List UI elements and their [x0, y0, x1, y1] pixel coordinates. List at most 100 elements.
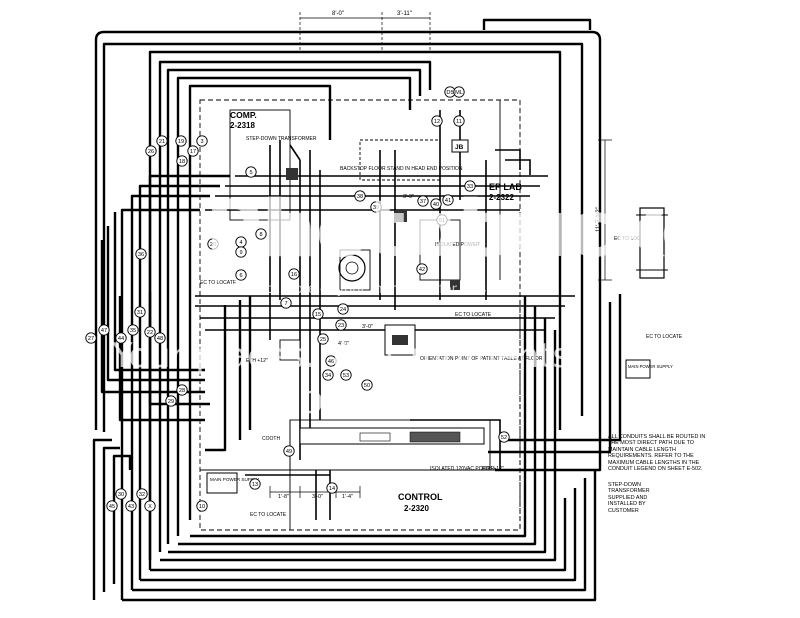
dimension-top-right: 3'-11" — [397, 11, 412, 17]
callout-bubble — [144, 326, 156, 338]
callout-number: 51 — [439, 218, 445, 224]
room-ep-lab-number: 2-2322 — [489, 193, 514, 202]
callout-number: 35 — [130, 328, 136, 334]
junction-box-label: JB — [455, 144, 464, 151]
conduit-routing-note: ALL CONDUITS SHALL BE ROUTED IN THE MOST… — [608, 434, 706, 473]
callout-bubble — [235, 269, 247, 281]
callout-number: 46 — [328, 359, 334, 365]
room-control-number: 2-2320 — [404, 504, 429, 513]
callout-bubble — [135, 248, 147, 260]
callout-number: 10 — [199, 504, 205, 510]
callout-number: 32 — [139, 492, 145, 498]
dimension-mid-a: 3'-3" — [403, 194, 414, 200]
callout-bubble — [430, 198, 442, 210]
callout-number: 6 — [239, 273, 242, 279]
callout-number: 17 — [190, 149, 196, 155]
callout-number: 25 — [320, 337, 326, 343]
c-arm-gantry — [338, 254, 366, 282]
cooth-label: COOTH — [262, 436, 280, 442]
callout-number: 36 — [138, 252, 144, 258]
callout-number: D5 — [446, 90, 453, 96]
callout-number: ML — [455, 90, 463, 96]
callout-number: 5 — [249, 170, 252, 176]
callout-bubble — [361, 379, 373, 391]
callout-number: 29 — [168, 399, 174, 405]
callout-number: 38 — [357, 194, 363, 200]
callout-number: 23 — [338, 323, 344, 329]
callout-bubble — [154, 332, 166, 344]
ec-to-locate-lower-right: EC TO LOCATE — [646, 334, 683, 340]
callout-bubble — [207, 238, 219, 250]
eth-lower-label: ETH +12" — [482, 466, 504, 472]
callout-number: 44 — [118, 336, 124, 342]
dimension-right-vertical: 11'-7 1/2" — [596, 207, 602, 232]
callout-number: 16 — [291, 272, 297, 278]
room-comp-number: 2-2318 — [230, 121, 255, 130]
callout-bubble — [453, 115, 465, 127]
callout-bubble — [115, 488, 127, 500]
callout-number: 37 — [420, 199, 426, 205]
callout-bubble — [115, 332, 127, 344]
external-transformer — [639, 207, 665, 279]
callout-number: 21 — [159, 139, 165, 145]
eth-left-label: ETH +12" — [246, 358, 268, 364]
backstop-floor-stand-label: BACKSTOP FLOOR STAND IN HEAD END POSITIO… — [340, 166, 463, 172]
callout-bubble — [196, 135, 208, 147]
callout-number: 42 — [419, 267, 425, 273]
dimension-bottom-a: 1'-8" — [278, 494, 289, 500]
callout-bubble — [322, 369, 334, 381]
callout-bubble — [175, 135, 187, 147]
callout-number: 43 — [128, 504, 134, 510]
callout-number: 11 — [456, 119, 462, 125]
isolated-power-upper-label: ISOLATED POWER — [435, 242, 480, 248]
callout-bubble — [442, 194, 454, 206]
callout-bubble — [464, 180, 476, 192]
callout-bubble — [354, 190, 366, 202]
callout-bubble — [417, 195, 429, 207]
callout-bubble — [255, 228, 267, 240]
callout-bubble — [245, 166, 257, 178]
room-ep-lab-name: EP LAB — [489, 182, 522, 192]
callout-bubble — [176, 384, 188, 396]
callout-bubble — [196, 500, 208, 512]
callout-bubble — [187, 145, 199, 157]
callout-bubble — [325, 355, 337, 367]
junction-box — [451, 139, 469, 153]
callout-number: 28 — [179, 388, 185, 394]
conduit-runs — [92, 18, 622, 602]
ec-to-locate-mid: EC TO LOCATE — [455, 312, 492, 318]
callout-number: 34 — [325, 373, 331, 379]
ec-to-locate-left: EC TO LOCATE — [200, 280, 237, 286]
callout-number: 52 — [501, 435, 507, 441]
callout-number: 9 — [239, 250, 242, 256]
callout-number: 7 — [284, 301, 287, 307]
dimension-mid-b: 3'-0" — [362, 324, 373, 330]
callout-number: 53 — [343, 373, 349, 379]
main-power-supply-left — [206, 472, 238, 494]
callout-bubble — [144, 500, 156, 512]
callout-number: 40 — [433, 202, 439, 208]
room-comp-name: COMP. — [230, 110, 257, 120]
callout-bubble — [98, 324, 110, 336]
callout-number: 47 — [101, 328, 107, 334]
dimension-top-left: 8'-0" — [332, 11, 344, 17]
callout-bubble — [337, 303, 349, 315]
callout-bubble — [317, 333, 329, 345]
dimension-bottom-b: 3'-0" — [312, 494, 323, 500]
callout-number: 30 — [118, 492, 124, 498]
callout-number: 22 — [147, 330, 153, 336]
callout-bubble — [165, 395, 177, 407]
callout-number: 4 — [239, 240, 242, 246]
callout-bubble — [326, 482, 338, 494]
main-power-supply-right — [625, 359, 651, 379]
callout-bubble — [280, 297, 292, 309]
dimension-bottom-c: 1'-4" — [342, 494, 353, 500]
callout-number: 20 — [210, 242, 216, 248]
callout-bubble — [156, 135, 168, 147]
callout-bubble — [453, 86, 465, 98]
patient-table — [384, 324, 416, 356]
callout-bubble — [335, 319, 347, 331]
callout-number: 12 — [434, 119, 440, 125]
callout-bubble — [431, 115, 443, 127]
